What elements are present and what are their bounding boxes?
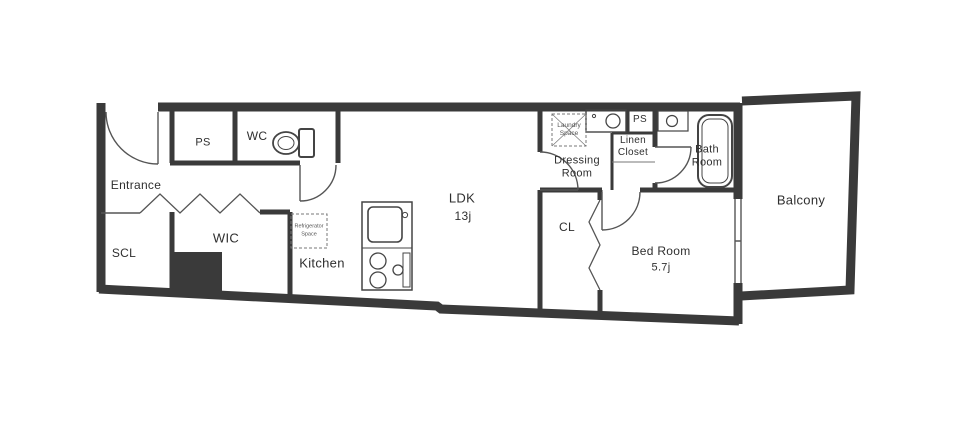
pipe-shaft-fill xyxy=(170,252,222,292)
label-ps-left: PS xyxy=(195,136,211,149)
label-bedroom: Bed Room xyxy=(631,244,691,258)
outer-walls xyxy=(96,91,861,326)
refrigerator-space-box xyxy=(290,213,328,249)
kitchen-faucet-icon xyxy=(401,211,409,219)
label-wc: WC xyxy=(246,129,268,143)
label-refrigerator-space: Refrigerator xyxy=(294,223,324,230)
dressing-door-icon xyxy=(539,151,579,191)
balcony-window-icon xyxy=(734,199,742,283)
label-balcony: Balcony xyxy=(776,192,826,208)
stove-burner-icon xyxy=(369,252,387,270)
interior-walls xyxy=(169,105,740,316)
bedroom-door-icon xyxy=(601,191,641,231)
entrance-door-icon xyxy=(105,111,159,165)
label-bedroom-size: 5.7j xyxy=(651,261,671,274)
label-ps-right: PS xyxy=(633,114,647,125)
washbasin-icon xyxy=(585,109,627,133)
label-laundry-space-2: Space xyxy=(559,129,579,137)
kitchen-sink-icon xyxy=(367,206,403,243)
label-refrigerator-space-2: Space xyxy=(301,231,317,238)
wc-door-icon xyxy=(299,164,337,202)
label-dressing-room-2: Room xyxy=(561,167,593,180)
label-kitchen: Kitchen xyxy=(299,255,345,271)
kitchen-counter-icon xyxy=(361,201,413,291)
bath-counter-icon xyxy=(657,110,689,132)
label-dressing-room: Dressing xyxy=(554,154,600,167)
label-scl: SCL xyxy=(111,246,137,260)
label-entrance: Entrance xyxy=(110,178,162,192)
label-bath-room: Bath xyxy=(695,143,719,156)
label-laundry-space: Laundry xyxy=(557,121,581,129)
label-wic: WIC xyxy=(212,230,240,246)
label-linen-closet-2: Closet xyxy=(617,147,649,158)
label-linen-closet: Linen xyxy=(620,135,646,146)
folding-door-icons xyxy=(139,193,601,291)
stove-grill-icon xyxy=(402,252,411,288)
bath-door-icon xyxy=(654,146,692,184)
stove-burner-icon xyxy=(369,271,387,289)
label-bath-room-2: Room xyxy=(691,156,723,169)
door-arcs xyxy=(105,111,692,231)
bathtub-icon xyxy=(697,114,733,188)
laundry-space-box xyxy=(551,113,587,147)
label-ldk: LDK xyxy=(448,190,476,206)
label-ldk-size: 13j xyxy=(454,209,472,223)
label-cl: CL xyxy=(559,220,575,234)
toilet-icon xyxy=(272,128,315,158)
cl-folding-door-icon xyxy=(588,199,601,291)
wic-folding-door-icon xyxy=(139,193,261,214)
